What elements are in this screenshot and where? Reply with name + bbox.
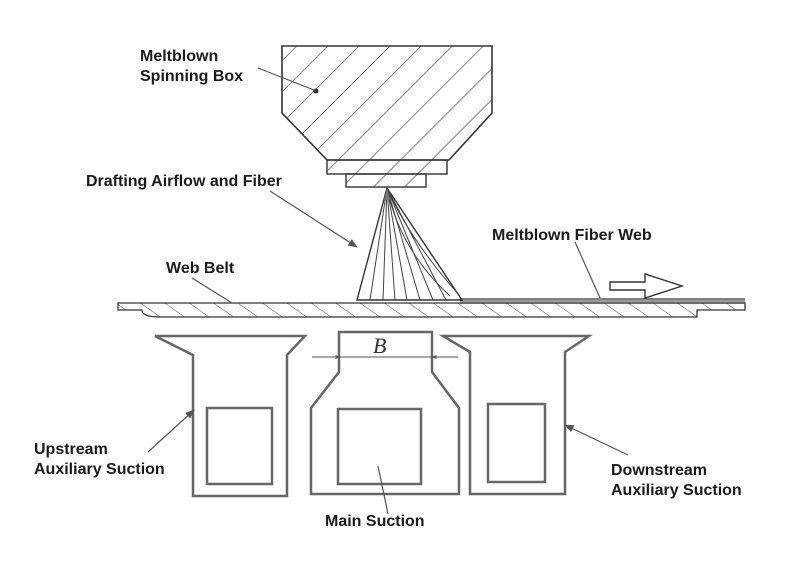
upstream-label-line1: Upstream xyxy=(34,441,108,458)
leader-lines xyxy=(147,67,629,515)
fiber-cone xyxy=(356,186,464,301)
main-suction-leader xyxy=(377,465,389,515)
fiber-web-label: Meltblown Fiber Web xyxy=(492,227,652,244)
main-suction-label: Main Suction xyxy=(325,513,425,530)
downstream-label-line1: Downstream xyxy=(611,462,708,479)
upstream-suction xyxy=(154,334,308,498)
dimension-b-label: B xyxy=(373,333,387,358)
upstream-leader xyxy=(147,409,195,453)
drafting-leader xyxy=(269,190,358,248)
web-belt-label: Web Belt xyxy=(166,260,235,277)
downstream-label: Downstream Auxiliary Suction xyxy=(611,461,742,501)
fiber-web-leader xyxy=(574,241,601,299)
spinning-box-label-line1: Meltblown xyxy=(140,48,219,65)
drafting-label: Drafting Airflow and Fiber xyxy=(86,173,282,190)
downstream-label-line2: Auxiliary Suction xyxy=(611,482,742,499)
upstream-label-line2: Auxiliary Suction xyxy=(34,461,165,478)
spinning-box-label: Meltblown Spinning Box xyxy=(140,47,243,87)
spinning-box-label-line2: Spinning Box xyxy=(140,68,244,85)
downstream-suction xyxy=(438,334,594,496)
downstream-leader xyxy=(564,424,629,456)
main-suction xyxy=(309,330,461,496)
web-belt xyxy=(117,302,746,318)
web-direction-arrow xyxy=(609,273,685,299)
web-belt-leader xyxy=(191,277,233,304)
spinning-box-leader xyxy=(257,67,315,91)
upstream-label: Upstream Auxiliary Suction xyxy=(34,440,165,480)
spinning-box xyxy=(281,45,493,188)
